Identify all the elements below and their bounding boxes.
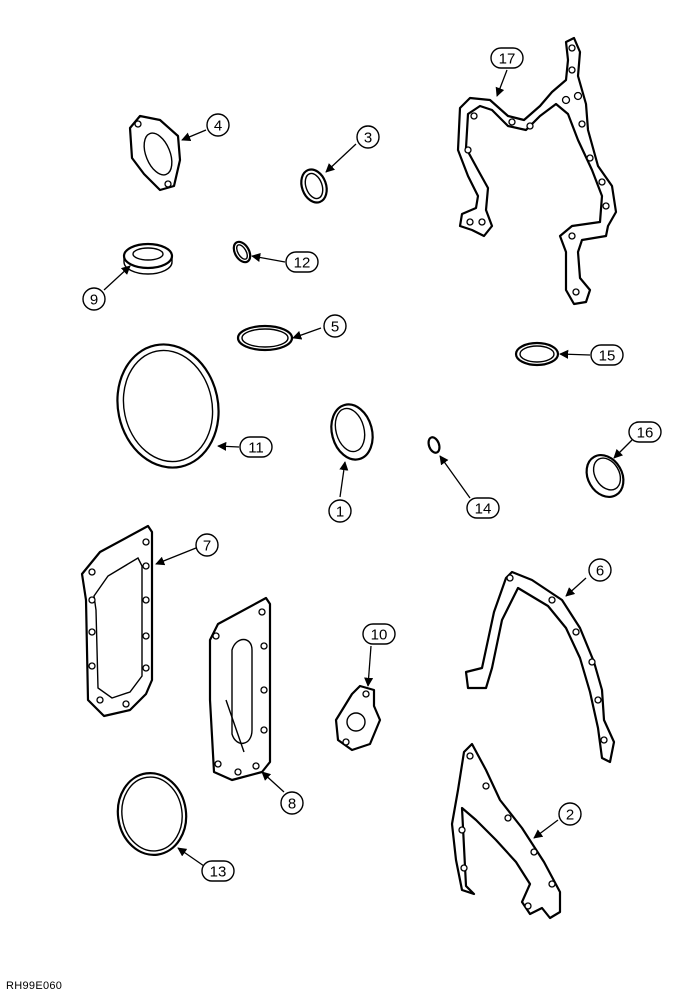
callout-bubble (201, 860, 235, 882)
callout-bubble (82, 287, 106, 311)
callout-bubble (628, 421, 662, 443)
callout-9: 9 (82, 287, 106, 311)
callout-number: 14 (475, 501, 492, 518)
callout-number: 3 (364, 130, 372, 147)
part-7-plate-gasket (80, 524, 154, 718)
part-13-o-ring (116, 772, 188, 856)
callout-bubble (362, 623, 396, 645)
reference-code: RH99E060 (6, 980, 63, 992)
callout-number: 8 (288, 796, 296, 813)
part-10-flange-gasket (334, 684, 382, 752)
callout-7: 7 (195, 533, 219, 557)
part-5-o-ring (236, 324, 294, 352)
callout-14: 14 (466, 497, 500, 519)
callout-11: 11 (239, 436, 273, 458)
callout-bubble (323, 314, 347, 338)
callout-bubble (466, 497, 500, 519)
callout-bubble (328, 499, 352, 523)
callout-bubble (285, 251, 319, 273)
callout-bubble (590, 344, 624, 366)
part-4-flange-gasket (128, 114, 182, 192)
callout-bubble (280, 791, 304, 815)
callout-bubble (195, 533, 219, 557)
callout-15: 15 (590, 344, 624, 366)
callout-4: 4 (206, 113, 230, 137)
callout-12: 12 (285, 251, 319, 273)
callout-bubble (356, 125, 380, 149)
callout-number: 7 (203, 538, 211, 555)
callout-number: 9 (90, 292, 98, 309)
part-14-small-o-ring (427, 436, 441, 454)
part-9-oil-seal (122, 242, 174, 275)
part-2-rear-plate-gasket (450, 742, 562, 920)
callout-number: 15 (599, 348, 616, 365)
callout-6: 6 (588, 558, 612, 582)
callout-1: 1 (328, 499, 352, 523)
callout-bubble (490, 47, 524, 69)
callout-bubble (206, 113, 230, 137)
callout-number: 17 (499, 51, 516, 68)
callout-2: 2 (558, 802, 582, 826)
part-8-cooler-gasket (208, 596, 272, 782)
callout-number: 6 (596, 563, 604, 580)
callout-number: 16 (637, 425, 654, 442)
part-11-large-o-ring (116, 343, 220, 469)
callout-17: 17 (490, 47, 524, 69)
part-3-seal-ring (300, 168, 328, 204)
callout-number: 4 (214, 118, 222, 135)
callout-number: 11 (248, 440, 264, 457)
part-15-o-ring (514, 341, 560, 367)
callout-number: 13 (210, 864, 227, 881)
callout-bubble (588, 558, 612, 582)
part-6-rear-cover-gasket (464, 570, 616, 764)
callout-number: 5 (331, 319, 339, 336)
part-16-seal (585, 454, 625, 498)
callout-number: 2 (566, 807, 574, 824)
callout-16: 16 (628, 421, 662, 443)
part-1-seal (330, 403, 374, 461)
callout-5: 5 (323, 314, 347, 338)
callout-10: 10 (362, 623, 396, 645)
callout-number: 1 (336, 504, 344, 521)
callout-8: 8 (280, 791, 304, 815)
part-17-timing-cover-gasket (456, 36, 618, 306)
callout-bubble (558, 802, 582, 826)
callout-3: 3 (356, 125, 380, 149)
callout-13: 13 (201, 860, 235, 882)
callout-bubble (239, 436, 273, 458)
leader-lines (103, 69, 633, 867)
part-12-o-ring (232, 240, 252, 264)
callout-number: 12 (294, 255, 311, 272)
callout-number: 10 (371, 627, 388, 644)
